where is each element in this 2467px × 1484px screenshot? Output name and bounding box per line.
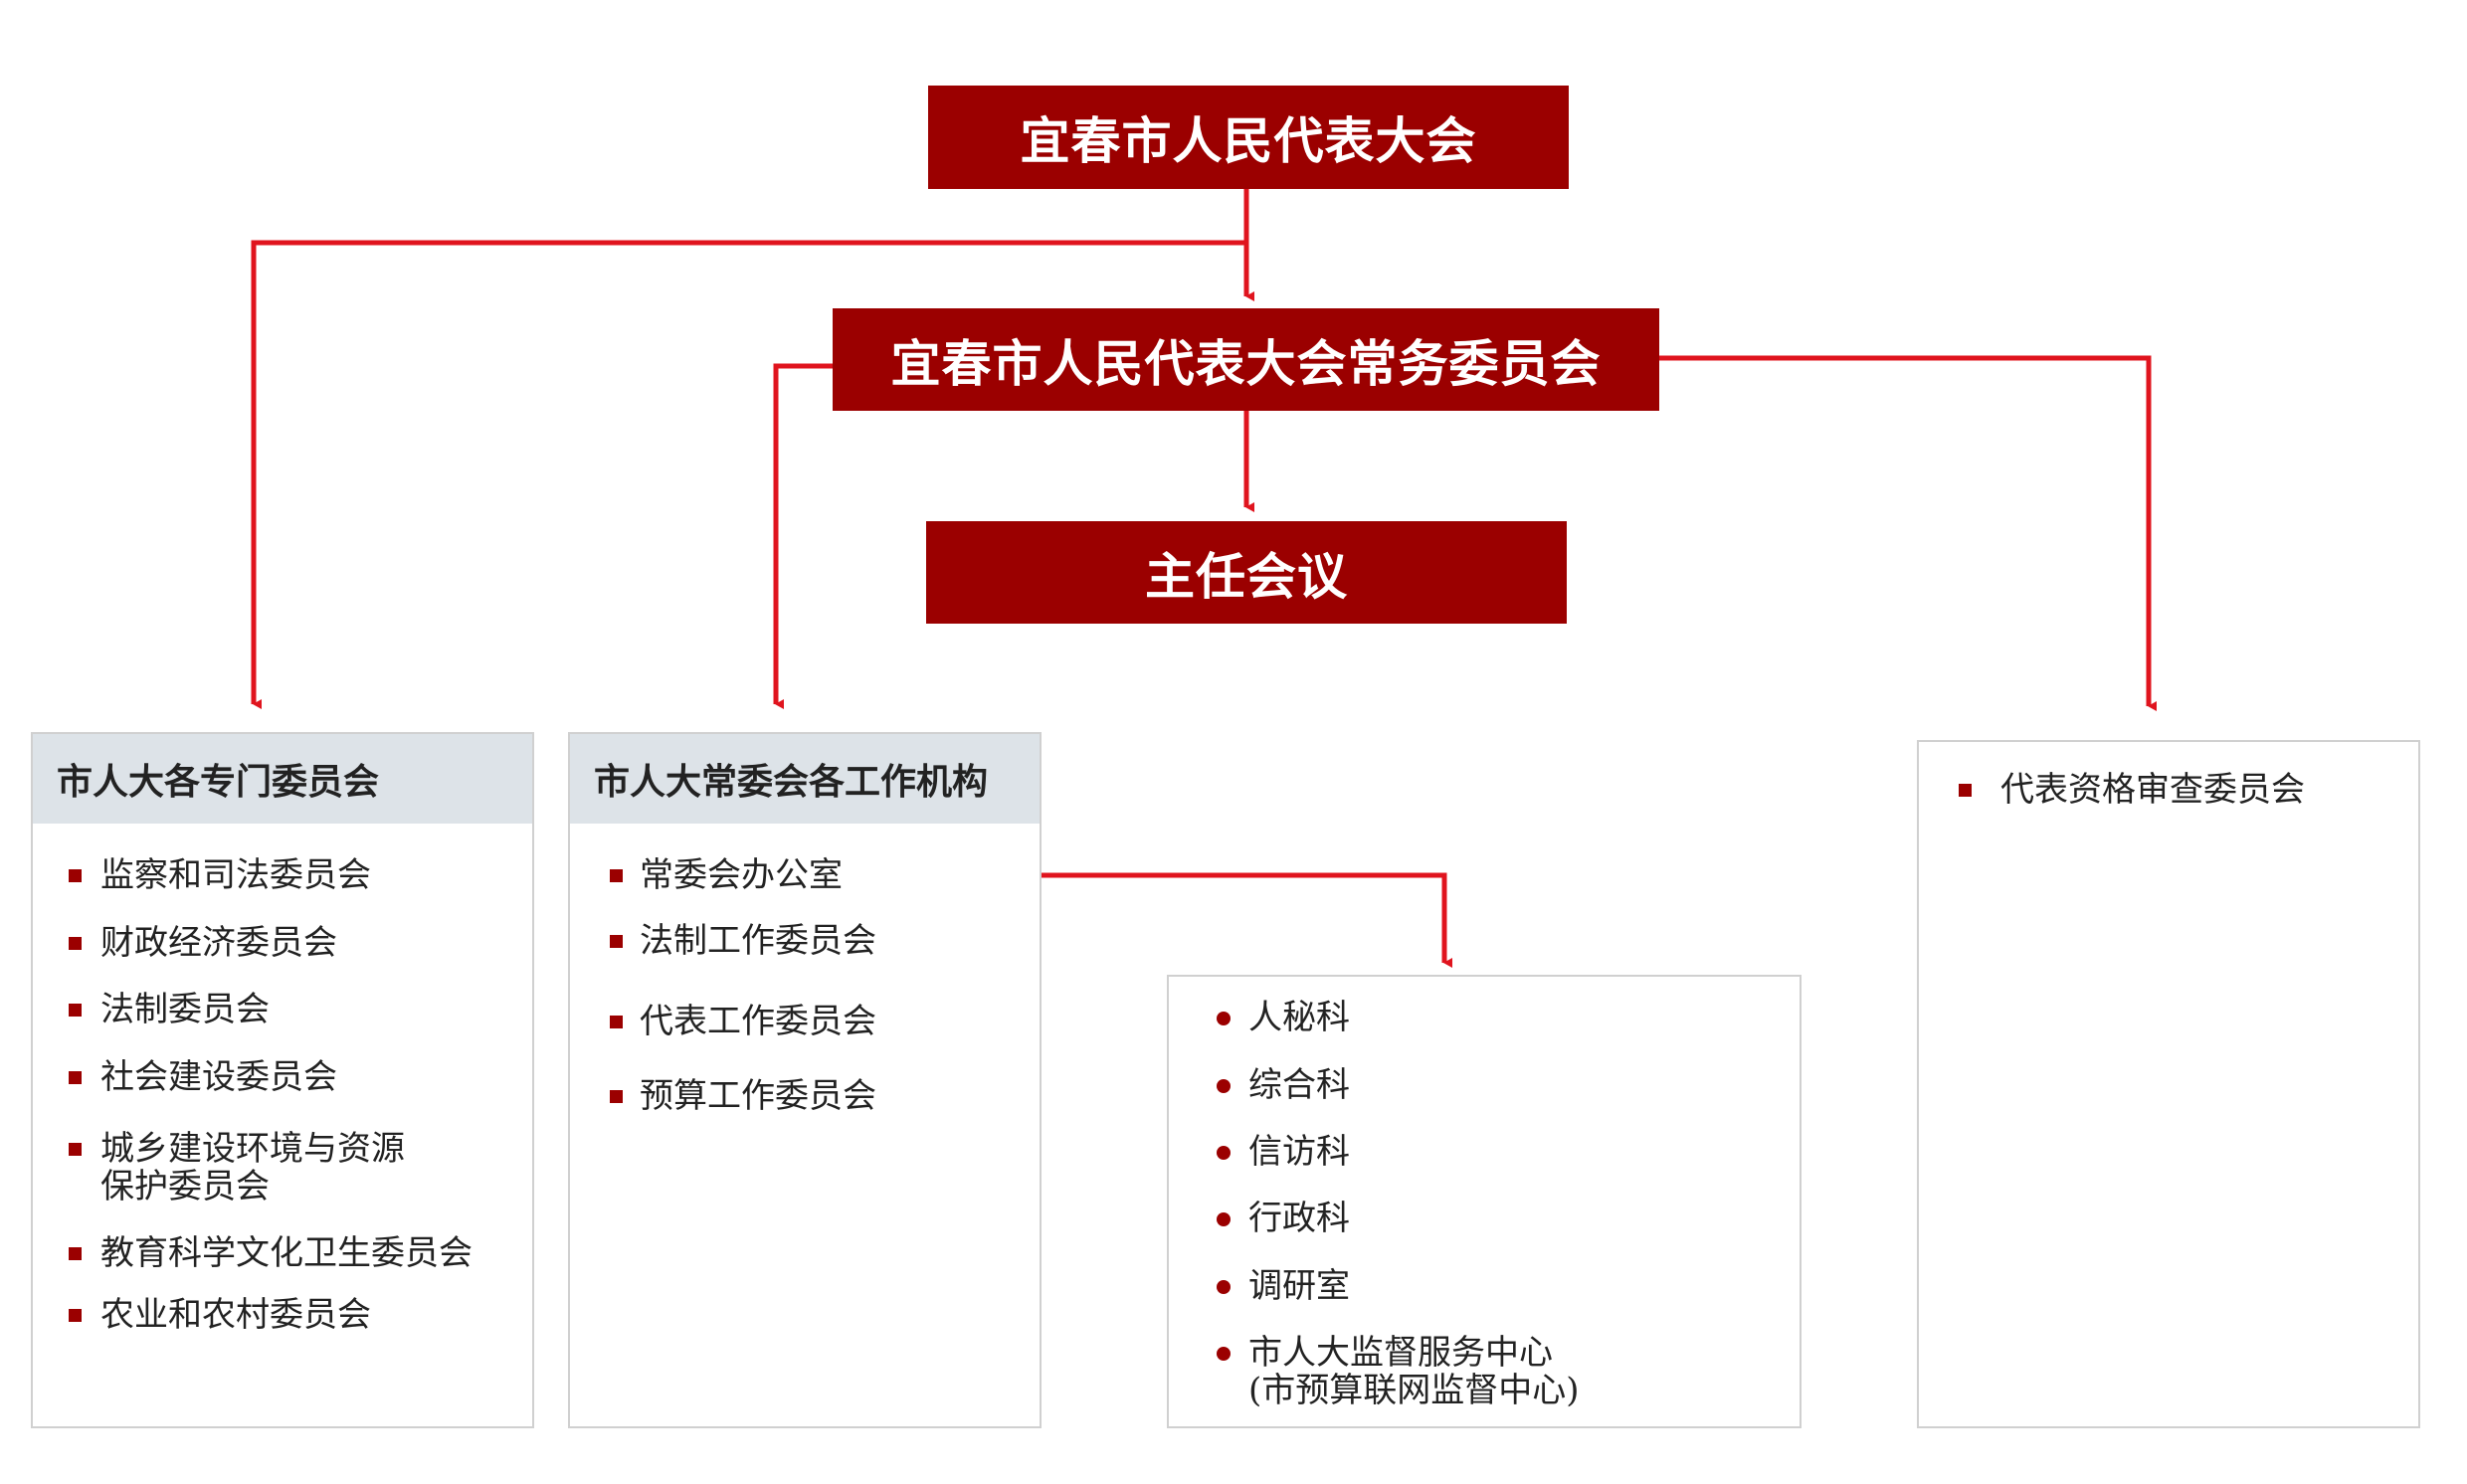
square-bullet-icon xyxy=(69,1004,82,1017)
list-item: 财政经济委员会 xyxy=(100,923,337,963)
square-bullet-icon xyxy=(610,1090,623,1103)
standing-committee-label: 宜春市人民代表大会常务委员会 xyxy=(890,333,1602,393)
square-bullet-icon xyxy=(69,1247,82,1260)
arrow-standing-to-qualification xyxy=(1659,355,2157,711)
special-committees-panel: 市人大各专门委员会 监察和司法委员会 财政经济委员会 法制委员会 社会建设委员会… xyxy=(31,732,534,1428)
square-bullet-icon xyxy=(610,1016,623,1028)
arrow-standing-to-work-bodies xyxy=(773,363,833,709)
congress-node: 宜春市人民代表大会 xyxy=(928,86,1569,189)
list-item: 法制工作委员会 xyxy=(640,921,876,961)
work-bodies-title: 市人大常委会各工作机构 xyxy=(570,734,1040,824)
list-item: 调研室 xyxy=(1248,1266,1350,1306)
dot-bullet-icon xyxy=(1217,1347,1231,1361)
list-item: 代表资格审查委员会 xyxy=(2000,770,2305,810)
list-item: 城乡建设环境与资源 xyxy=(100,1129,405,1169)
list-item: 监察和司法委员会 xyxy=(100,855,371,895)
square-bullet-icon xyxy=(610,869,623,882)
dot-bullet-icon xyxy=(1217,1212,1231,1226)
square-bullet-icon xyxy=(610,935,623,948)
list-item: 社会建设委员会 xyxy=(100,1057,337,1097)
square-bullet-icon xyxy=(69,869,82,882)
chairmen-meeting-label: 主任会议 xyxy=(1145,546,1348,606)
square-bullet-icon xyxy=(69,1309,82,1322)
square-bullet-icon xyxy=(69,937,82,950)
special-committees-title: 市人大各专门委员会 xyxy=(33,734,532,824)
list-item: 市人大监督服务中心 xyxy=(1248,1333,1553,1373)
list-item: 行政科 xyxy=(1248,1199,1350,1238)
dot-bullet-icon xyxy=(1217,1079,1231,1093)
chairmen-meeting-node: 主任会议 xyxy=(926,521,1567,624)
arrow-office-to-sections xyxy=(854,872,1452,968)
square-bullet-icon xyxy=(1959,784,1972,797)
list-item: 法制委员会 xyxy=(100,990,270,1029)
list-item: 信访科 xyxy=(1248,1132,1350,1172)
list-item: 综合科 xyxy=(1248,1065,1350,1105)
dot-bullet-icon xyxy=(1217,1280,1231,1294)
qualification-panel: 代表资格审查委员会 xyxy=(1917,740,2420,1428)
congress-label: 宜春市人民代表大会 xyxy=(1020,111,1477,170)
square-bullet-icon xyxy=(69,1071,82,1084)
list-item: 农业和农村委员会 xyxy=(100,1295,371,1335)
list-item-continuation: 保护委员会 xyxy=(100,1167,270,1206)
square-bullet-icon xyxy=(69,1143,82,1156)
list-item: 常委会办公室 xyxy=(640,855,843,895)
list-item: 教育科学文化卫生委员会 xyxy=(100,1233,473,1273)
office-sections-panel: 人秘科 综合科 信访科 行政科 调研室 市人大监督服务中心 (市预算联网监督中心… xyxy=(1167,975,1802,1428)
list-item: 代表工作委员会 xyxy=(640,1002,876,1041)
list-item-continuation: (市预算联网监督中心) xyxy=(1248,1371,1580,1410)
dot-bullet-icon xyxy=(1217,1012,1231,1025)
standing-committee-node: 宜春市人民代表大会常务委员会 xyxy=(833,308,1659,411)
work-bodies-panel: 市人大常委会各工作机构 常委会办公室 法制工作委员会 代表工作委员会 预算工作委… xyxy=(568,732,1042,1428)
list-item: 预算工作委员会 xyxy=(640,1076,876,1116)
list-item: 人秘科 xyxy=(1248,998,1350,1037)
dot-bullet-icon xyxy=(1217,1146,1231,1160)
arrow-congress-to-special-committees xyxy=(251,240,1246,709)
